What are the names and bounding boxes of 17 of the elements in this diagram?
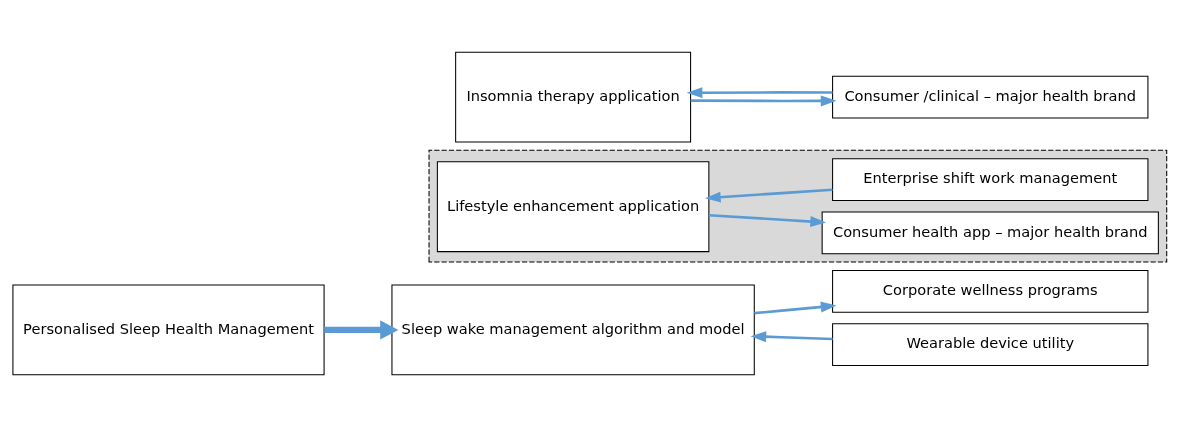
- node-box: Personalised Sleep Health Management: [12, 284, 325, 376]
- arrow: [750, 331, 833, 343]
- node-box: Corporate wellness programs: [832, 269, 1149, 313]
- arrow: [686, 87, 833, 99]
- arrow: [690, 95, 837, 107]
- arrow: [754, 301, 837, 315]
- node-box: Wearable device utility: [832, 323, 1149, 366]
- node-box: Lifestyle enhancement application: [436, 161, 710, 253]
- node-box: Sleep wake management algorithm and model: [391, 284, 755, 376]
- arrow: [324, 320, 399, 340]
- node-box: Consumer health app – major health brand: [821, 211, 1159, 255]
- arrow: [708, 213, 827, 228]
- cluster: [428, 149, 1168, 263]
- node-box: Enterprise shift work management: [832, 158, 1149, 201]
- node-box: Insomnia therapy application: [455, 51, 692, 143]
- node-box: Consumer /clinical – major health brand: [832, 75, 1149, 119]
- arrow: [705, 188, 833, 203]
